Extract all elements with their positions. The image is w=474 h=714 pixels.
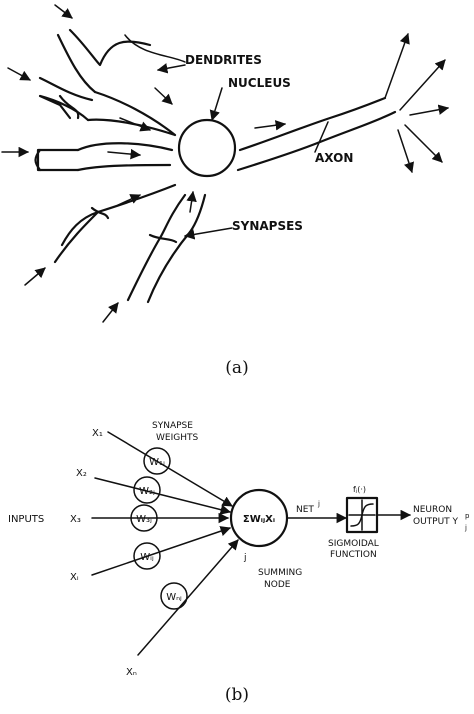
input-arrow — [7, 67, 31, 81]
function-label: fⱼ(·) — [353, 485, 366, 494]
input-line — [91, 526, 231, 576]
signal-arrow — [154, 87, 173, 105]
signal-arrow — [186, 190, 197, 213]
dendrite-mid — [36, 148, 80, 172]
output-subscript: j — [464, 524, 467, 532]
artificial-neuron: W₁ⱼ W₂ⱼ W₃ⱼ Wᵢⱼ Wₙⱼ X₁ X₂ X₃ Xᵢ Xₙ INPUT… — [8, 421, 470, 678]
input-line — [107, 431, 233, 507]
synapses-leader — [183, 227, 233, 240]
weight-node-1: W₁ⱼ — [143, 447, 171, 475]
synapses-label: SYNAPSES — [232, 219, 303, 233]
signal-arrow — [107, 148, 142, 160]
weight-label: W₁ⱼ — [149, 457, 165, 468]
weight-node-i: Wᵢⱼ — [133, 542, 161, 570]
summing-node-label: NODE — [264, 580, 291, 590]
input-label: Xᵢ — [70, 572, 79, 583]
input-arrow — [54, 4, 73, 19]
weight-node-2: W₂ⱼ — [133, 476, 161, 504]
input-line — [137, 539, 239, 656]
axon-leader — [314, 121, 329, 153]
synapse-weights-label: WEIGHTS — [156, 433, 198, 443]
node-index-label: j — [243, 553, 247, 563]
caption-a: (a) — [225, 358, 248, 378]
dendrites-leader — [124, 34, 186, 63]
axon-label: AXON — [315, 151, 353, 165]
input-arrow — [24, 267, 46, 286]
output-arrow — [409, 104, 450, 116]
sigmoidal-function-label: FUNCTION — [330, 550, 377, 560]
sigmoidal-function-label: SIGMOIDAL — [328, 539, 379, 549]
dendrite-lower — [53, 210, 100, 264]
nucleus-label: NUCLEUS — [228, 76, 291, 90]
input-label: X₂ — [76, 468, 87, 479]
soma-outline — [76, 90, 397, 240]
synapse-knob — [34, 94, 178, 244]
weight-node-3: W₃ⱼ — [130, 504, 158, 532]
input-label: X₁ — [92, 428, 103, 439]
weight-label: W₃ⱼ — [136, 514, 152, 525]
weight-label: W₂ⱼ — [139, 486, 155, 497]
output-arrow — [404, 124, 443, 163]
sigmoid-curve — [350, 503, 374, 527]
signal-arrow — [117, 194, 141, 206]
input-label: Xₙ — [126, 667, 137, 678]
input-arrow — [102, 302, 119, 323]
output-arrow — [399, 59, 446, 111]
weight-node-n: Wₙⱼ — [160, 582, 188, 610]
inputs-label: INPUTS — [8, 514, 44, 525]
output-arrow — [397, 129, 414, 173]
neuron-output-label: NEURON — [413, 505, 452, 515]
synapse-weights-label: SYNAPSE — [152, 421, 193, 431]
input-line — [94, 477, 232, 515]
nucleus-circle — [177, 118, 237, 178]
neuron-output-label: OUTPUT Y — [413, 517, 459, 527]
caption-b: (b) — [225, 685, 249, 705]
nucleus-leader — [209, 87, 223, 122]
weight-label: Wᵢⱼ — [140, 552, 154, 563]
dendrite-upper — [38, 28, 152, 102]
signal-arrow — [254, 120, 287, 131]
signal-arrow — [119, 117, 151, 132]
net-label: NET — [296, 505, 314, 515]
dendrites-leader — [156, 63, 186, 74]
weight-label: Wₙⱼ — [166, 592, 182, 603]
biological-neuron: DENDRITES NUCLEUS AXON SYNAPSES — [1, 4, 450, 323]
net-superscript: j — [317, 500, 320, 508]
dendrite-mid-upper — [38, 94, 90, 122]
output-arrow — [384, 33, 410, 99]
summing-node-label: SUMMING — [258, 568, 302, 578]
dendrite-bottom — [126, 230, 192, 304]
dendrites-label: DENDRITES — [185, 53, 262, 67]
output-superscript: p — [465, 512, 470, 520]
input-label: X₃ — [70, 514, 81, 525]
summation-label: ΣWᵢⱼXᵢ — [243, 514, 275, 525]
